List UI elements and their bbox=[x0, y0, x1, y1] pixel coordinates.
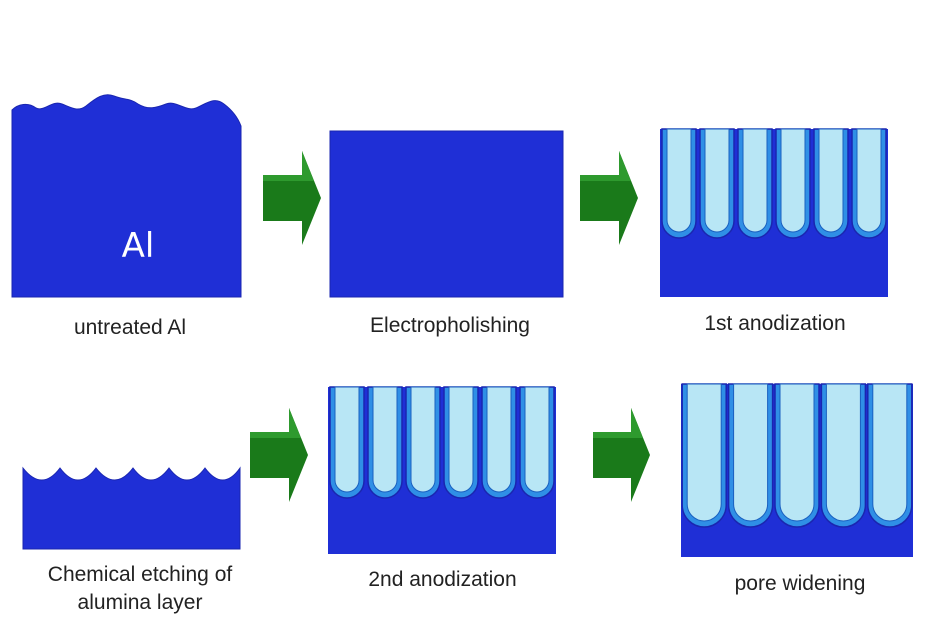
panel-second-anodization bbox=[328, 386, 556, 554]
pore bbox=[872, 383, 908, 522]
caption-second-anodization: 2nd anodization bbox=[345, 566, 540, 594]
aluminum-label: Al bbox=[121, 226, 155, 266]
pore bbox=[856, 128, 882, 233]
pore bbox=[818, 128, 844, 233]
caption-untreated-text: untreated Al bbox=[73, 316, 187, 339]
pore bbox=[334, 386, 360, 493]
right-arrow-icon bbox=[250, 408, 308, 502]
panel-chemical-etching bbox=[22, 466, 241, 550]
caption-pore-widening: pore widening bbox=[715, 570, 885, 598]
right-arrow-icon bbox=[263, 151, 321, 245]
caption-first-anodization-text: 1st anodization bbox=[704, 312, 846, 335]
flat-aluminum-block bbox=[329, 130, 564, 298]
caption-second-anodization-text: 2nd anodization bbox=[368, 568, 517, 591]
rough-aluminum-block bbox=[11, 94, 242, 298]
caption-first-anodization: 1st anodization bbox=[680, 310, 870, 338]
pore bbox=[779, 383, 815, 522]
pore bbox=[704, 128, 730, 233]
pore bbox=[733, 383, 769, 522]
pore bbox=[486, 386, 512, 493]
panel-pore-widening bbox=[681, 383, 913, 557]
aluminum-substrate bbox=[660, 129, 888, 297]
pore bbox=[448, 386, 474, 493]
pore bbox=[742, 128, 768, 233]
right-arrow-icon bbox=[580, 151, 638, 245]
pore bbox=[825, 383, 861, 522]
pore bbox=[686, 383, 722, 522]
pore-array bbox=[661, 128, 887, 239]
pore bbox=[524, 386, 550, 493]
caption-pore-widening-text: pore widening bbox=[734, 572, 866, 595]
caption-untreated: untreated Al bbox=[40, 314, 220, 342]
pore bbox=[666, 128, 692, 233]
right-arrow-icon bbox=[593, 408, 650, 502]
caption-chemical-etching: Chemical etching of alumina layer bbox=[25, 561, 255, 617]
pore-array bbox=[681, 383, 913, 528]
aluminum-substrate bbox=[328, 387, 556, 554]
pore-array bbox=[329, 386, 555, 499]
panel-electropolished bbox=[329, 130, 564, 298]
panel-untreated-al bbox=[11, 94, 242, 298]
pore bbox=[410, 386, 436, 493]
caption-electropolishing: Electropholishing bbox=[345, 312, 555, 340]
caption-electropolishing-text: Electropholishing bbox=[370, 314, 530, 337]
pore bbox=[372, 386, 398, 493]
caption-chemical-etching-line2: alumina layer bbox=[77, 591, 203, 614]
scalloped-aluminum-block bbox=[22, 466, 241, 550]
panel-first-anodization bbox=[660, 128, 888, 297]
pore bbox=[780, 128, 806, 233]
caption-chemical-etching-line1: Chemical etching of bbox=[47, 563, 233, 586]
